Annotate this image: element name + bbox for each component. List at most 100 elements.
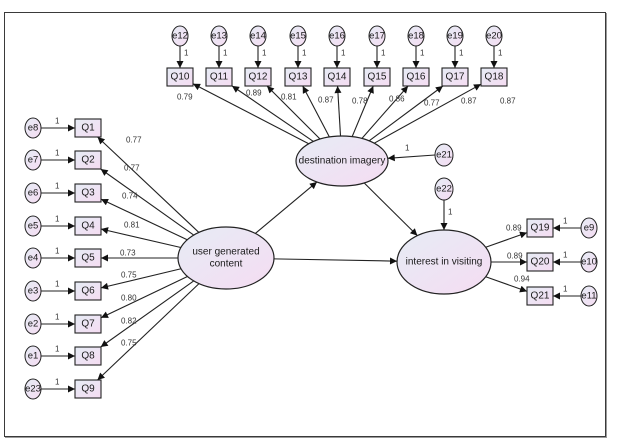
latent-label: interest in visiting xyxy=(406,257,483,268)
error-label: e14 xyxy=(250,31,266,42)
error-node-e8 xyxy=(24,117,42,139)
error-weight-label: 1 xyxy=(55,117,60,126)
error-label: e7 xyxy=(28,155,39,166)
loading-value: 0.87 xyxy=(318,96,334,105)
indicator-label: Q15 xyxy=(368,72,387,83)
indicator-label: Q11 xyxy=(210,72,229,83)
error-weight-label: 1 xyxy=(55,345,60,354)
loading-value: 0.87 xyxy=(461,97,477,106)
loading-path-q9 xyxy=(97,283,200,381)
error-label: e20 xyxy=(486,31,502,42)
edges-layer xyxy=(41,46,581,393)
error-weight-label: 1 xyxy=(302,49,307,58)
error-node-e17 xyxy=(368,25,386,47)
latent-label: destination imagery xyxy=(299,156,386,167)
indicator-label: Q9 xyxy=(81,384,95,395)
loading-path-q12 xyxy=(266,85,321,140)
error-weight-label: 1 xyxy=(55,280,60,289)
loading-path-q14 xyxy=(334,85,342,137)
error-weight-label: 1 xyxy=(184,49,189,58)
error-label: e4 xyxy=(28,253,39,264)
indicator-box-q18 xyxy=(480,67,508,87)
error-node-e9 xyxy=(580,217,598,239)
loading-path-q10 xyxy=(192,83,309,145)
loading-path-q13 xyxy=(302,85,330,138)
loading-path-q4 xyxy=(100,227,181,249)
error-node-e23 xyxy=(24,378,42,400)
loading-path-q15 xyxy=(351,85,374,137)
error-node-e12 xyxy=(171,25,189,47)
loading-value: 0.73 xyxy=(120,249,136,258)
indicator-label: Q12 xyxy=(249,72,268,83)
disturbance-weight-label: 1 xyxy=(405,144,410,153)
error-label: e13 xyxy=(211,31,227,42)
error-label: e12 xyxy=(172,31,188,42)
indicator-box-q3 xyxy=(74,183,102,203)
loading-path-q6 xyxy=(100,268,182,290)
disturbance-node-e21 xyxy=(434,143,454,167)
indicator-label: Q10 xyxy=(171,72,190,83)
error-label: e3 xyxy=(28,286,39,297)
error-weight-label: 1 xyxy=(55,313,60,322)
indicator-box-q10 xyxy=(166,67,194,87)
error-label: e9 xyxy=(584,223,595,234)
indicator-label: Q6 xyxy=(81,286,95,297)
indicator-label: Q5 xyxy=(81,253,95,264)
error-label: e17 xyxy=(369,31,385,42)
error-weight-label: 1 xyxy=(498,49,503,58)
error-node-e19 xyxy=(446,25,464,47)
latent-node-iv xyxy=(396,229,492,295)
error-weight-label: 1 xyxy=(341,49,346,58)
indicator-label: Q21 xyxy=(531,291,550,302)
loading-value: 0.81 xyxy=(124,221,140,230)
structural-path-ugc-to-di xyxy=(254,181,318,234)
error-node-e16 xyxy=(328,25,346,47)
loading-value: 0.89 xyxy=(246,89,262,98)
loading-value: 0.89 xyxy=(506,224,522,233)
error-weight-label: 1 xyxy=(55,215,60,224)
indicator-box-q19 xyxy=(526,218,554,238)
loading-path-q1 xyxy=(97,136,200,233)
error-node-e1 xyxy=(24,345,42,367)
indicator-label: Q19 xyxy=(531,223,550,234)
loading-path-q3 xyxy=(100,198,188,241)
indicator-label: Q17 xyxy=(446,72,465,83)
error-node-e6 xyxy=(24,182,42,204)
error-node-e13 xyxy=(210,25,228,47)
loading-value: 0.87 xyxy=(500,97,516,106)
loading-path-q7 xyxy=(100,275,188,319)
error-node-e3 xyxy=(24,280,42,302)
latent-node-ugc xyxy=(177,226,275,290)
indicator-box-q15 xyxy=(363,67,391,87)
loading-value: 0.80 xyxy=(121,294,137,303)
loading-path-q18 xyxy=(373,83,482,144)
indicator-box-q4 xyxy=(74,216,102,236)
error-weight-label: 1 xyxy=(55,247,60,256)
loading-value: 0.77 xyxy=(126,136,142,145)
error-node-e10 xyxy=(580,251,598,273)
indicator-box-q20 xyxy=(526,252,554,272)
error-node-e18 xyxy=(407,25,425,47)
disturbance-path-e21 xyxy=(387,154,436,162)
indicator-label: Q2 xyxy=(81,155,95,166)
disturbance-node-e22 xyxy=(434,177,454,201)
indicator-label: Q16 xyxy=(407,72,426,83)
error-label: e2 xyxy=(28,319,39,330)
error-weight-label: 1 xyxy=(55,182,60,191)
error-node-e4 xyxy=(24,247,42,269)
error-label: e15 xyxy=(290,31,306,42)
error-weight-label: 1 xyxy=(459,49,464,58)
indicator-box-q2 xyxy=(74,150,102,170)
indicator-box-q21 xyxy=(526,286,554,306)
indicator-box-q1 xyxy=(74,118,102,138)
indicator-box-q17 xyxy=(441,67,469,87)
indicator-label: Q7 xyxy=(81,319,95,330)
loading-value: 0.82 xyxy=(121,317,137,326)
indicator-box-q16 xyxy=(402,67,430,87)
disturbance-weight-label: 1 xyxy=(448,208,453,217)
loading-value: 0.89 xyxy=(507,252,523,261)
error-weight-label: 1 xyxy=(381,49,386,58)
